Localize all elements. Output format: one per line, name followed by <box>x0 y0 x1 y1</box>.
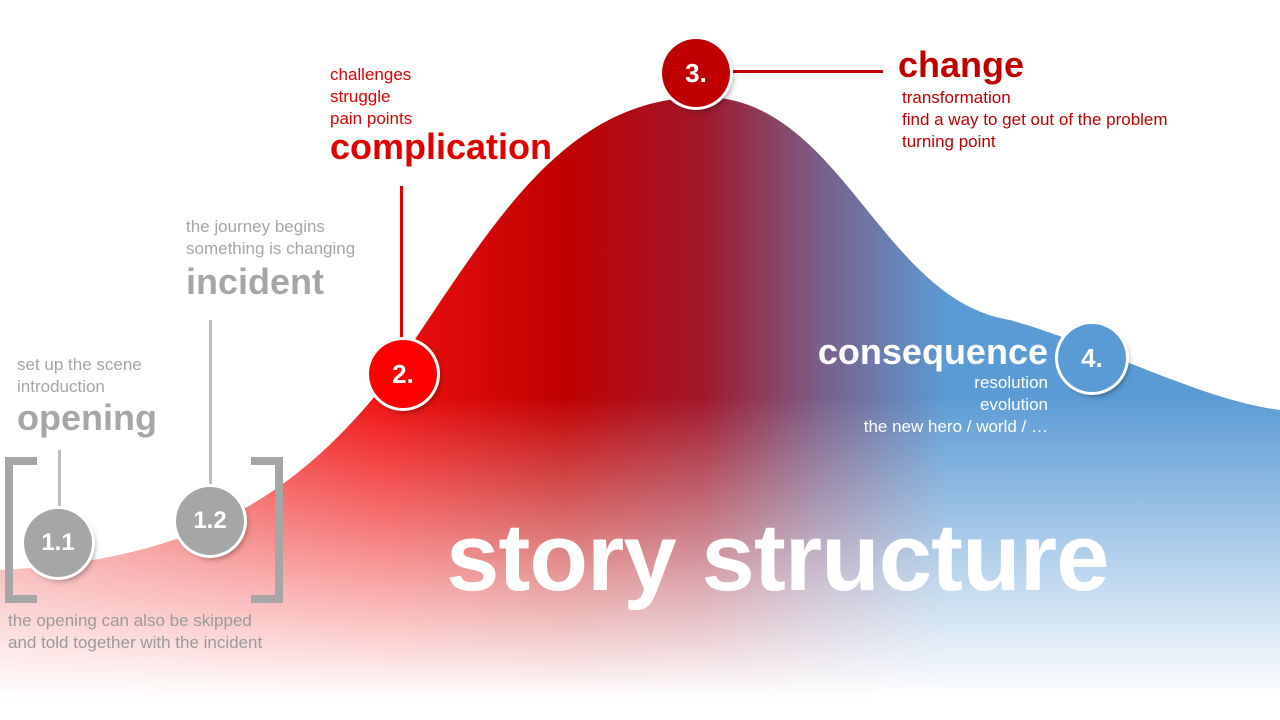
incident-details: the journey begins something is changing <box>186 216 355 260</box>
opening-note-line: the opening can also be skipped <box>8 611 252 630</box>
marker-incident-label: 1.2 <box>193 507 227 534</box>
opening-note: the opening can also be skipped and told… <box>8 610 262 654</box>
change-heading: change <box>898 44 1025 85</box>
marker-incident: 1.2 <box>176 487 244 555</box>
marker-opening: 1.1 <box>24 509 92 577</box>
marker-consequence: 4. <box>1058 324 1126 392</box>
change-details: transformation find a way to get out of … <box>902 87 1168 153</box>
opening-heading: opening <box>17 397 157 438</box>
consequence-detail: resolution <box>974 373 1048 392</box>
marker-consequence-label: 4. <box>1081 342 1103 373</box>
marker-complication-label: 2. <box>392 358 414 389</box>
opening-detail: set up the scene <box>17 355 142 374</box>
incident-connector <box>209 320 212 488</box>
consequence-detail: the new hero / world / … <box>863 417 1048 436</box>
marker-change: 3. <box>662 39 730 107</box>
complication-detail: pain points <box>330 109 413 128</box>
right-bracket <box>251 457 283 603</box>
consequence-details: resolution evolution the new hero / worl… <box>864 372 1048 438</box>
opening-connector <box>58 450 61 512</box>
opening-detail: introduction <box>17 377 105 396</box>
change-detail: transformation <box>902 88 1011 107</box>
complication-detail: struggle <box>330 87 391 106</box>
opening-details: set up the scene introduction <box>17 354 142 398</box>
consequence-detail: evolution <box>979 395 1048 414</box>
left-bracket <box>5 457 37 603</box>
marker-complication: 2. <box>369 340 437 408</box>
diagram-title: story structure <box>446 504 1110 611</box>
consequence-heading: consequence <box>817 331 1048 372</box>
incident-heading: incident <box>186 261 325 302</box>
complication-details: challenges struggle pain points <box>330 64 412 130</box>
change-detail: find a way to get out of the problem <box>902 110 1168 129</box>
change-detail: turning point <box>902 132 996 151</box>
marker-change-label: 3. <box>685 57 707 88</box>
complication-heading: complication <box>330 126 553 167</box>
incident-detail: something is changing <box>186 239 356 258</box>
incident-detail: the journey begins <box>186 217 325 236</box>
complication-detail: challenges <box>330 65 412 84</box>
change-connector <box>733 70 883 73</box>
marker-opening-label: 1.1 <box>41 529 75 556</box>
opening-note-line: and told together with the incident <box>8 633 263 652</box>
complication-connector <box>400 186 403 342</box>
